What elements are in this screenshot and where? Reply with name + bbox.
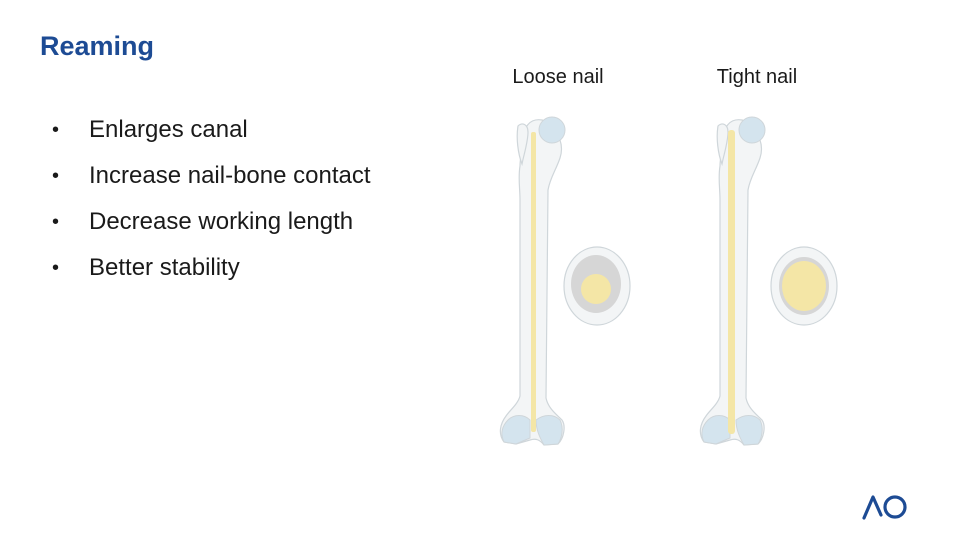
bullet-text: Enlarges canal <box>89 116 248 143</box>
ao-logo-icon <box>862 495 907 520</box>
intramedullary-nail <box>728 130 735 434</box>
tight-nail-label: Tight nail <box>716 66 798 88</box>
bullet-text: Increase nail-bone contact <box>89 162 371 189</box>
bullet-item: • Decrease working length <box>52 202 371 248</box>
slide-title: Reaming <box>40 31 155 61</box>
bullet-item: • Better stability <box>52 248 371 294</box>
bullet-dot: • <box>52 257 60 279</box>
bullet-dot: • <box>52 119 60 141</box>
bullet-text: Decrease working length <box>89 208 354 235</box>
bullet-list: • Enlarges canal • Increase nail-bone co… <box>52 110 371 294</box>
tight-nail-cross-section <box>770 246 838 326</box>
bullet-item: • Increase nail-bone contact <box>52 156 371 202</box>
loose-nail-cross-section <box>563 246 631 326</box>
bullet-dot: • <box>52 165 60 187</box>
bullet-item: • Enlarges canal <box>52 110 371 156</box>
tight-nail-femur <box>699 116 766 446</box>
bullet-text: Better stability <box>89 254 240 281</box>
bullet-dot: • <box>52 211 60 233</box>
loose-nail-label: Loose nail <box>512 66 604 88</box>
femur-illustration <box>499 116 838 446</box>
intramedullary-nail <box>531 132 536 432</box>
nail-section <box>782 261 826 311</box>
nail-section <box>581 274 611 304</box>
loose-nail-femur <box>499 116 566 446</box>
